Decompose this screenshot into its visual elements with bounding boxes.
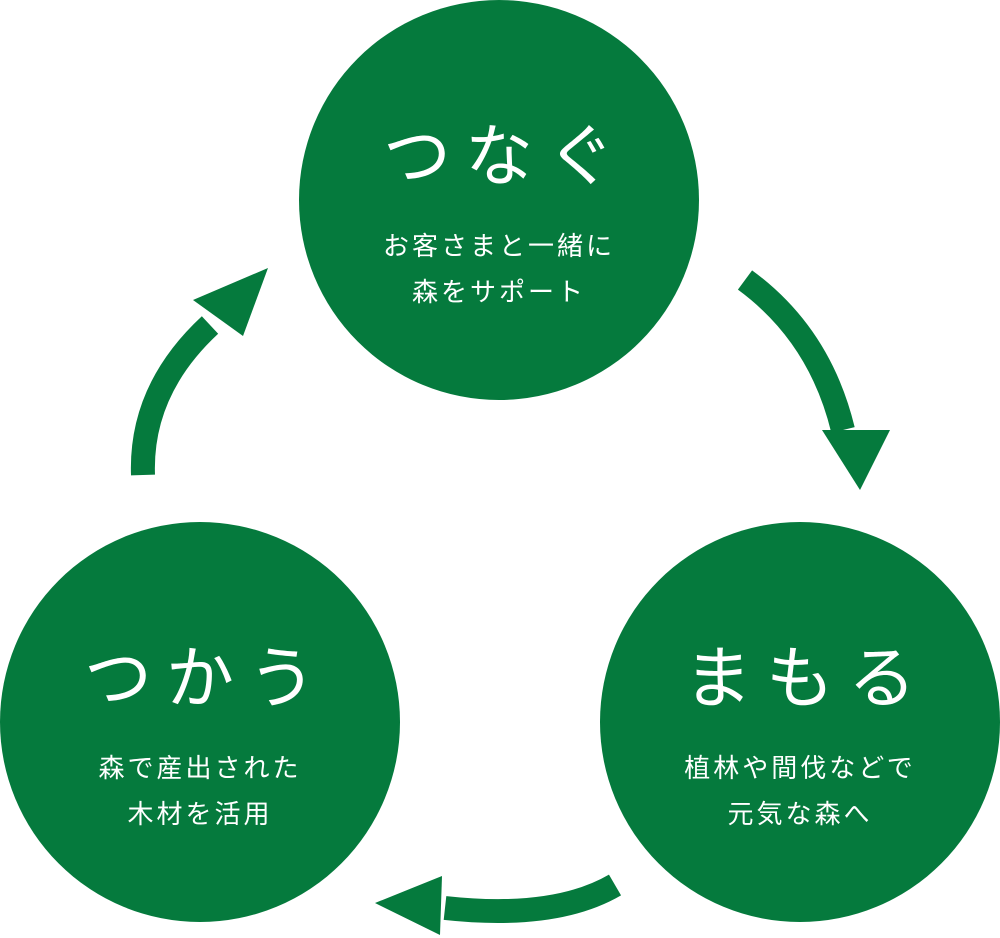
- node-title: まもる: [683, 640, 930, 719]
- node-description-line: 森で産出された: [98, 754, 302, 784]
- arrowhead-icon: [375, 876, 442, 935]
- curved-arrow-icon: [443, 874, 622, 924]
- node-description-line: お客さまと一緒に: [382, 232, 615, 262]
- curved-arrow-icon: [737, 270, 855, 433]
- arrow-tsunagu-to-mamoru: [737, 270, 890, 490]
- arrowhead-icon: [193, 268, 268, 336]
- cycle-node-tsunagu: つなぐ お客さまと一緒に 森をサポート: [299, 0, 699, 400]
- node-description: 森で産出された 木材を活用: [98, 746, 301, 838]
- node-description: 植林や間伐などで 元気な森へ: [684, 746, 915, 838]
- arrow-tsukau-to-tsunagu: [130, 268, 268, 476]
- node-description-line: 植林や間伐などで: [684, 754, 916, 784]
- node-title: つなぐ: [382, 118, 629, 197]
- arrowhead-icon: [822, 430, 890, 490]
- cycle-node-tsukau: つかう 森で産出された 木材を活用: [0, 522, 400, 922]
- node-description-line: 森をサポート: [411, 278, 586, 308]
- curved-arrow-icon: [130, 316, 219, 476]
- cycle-node-mamoru: まもる 植林や間伐などで 元気な森へ: [600, 522, 1000, 922]
- node-title: つかう: [83, 640, 330, 719]
- node-description: お客さまと一緒に 森をサポート: [383, 224, 615, 316]
- node-description-line: 元気な森へ: [727, 800, 873, 830]
- node-description-line: 木材を活用: [127, 800, 273, 830]
- arrow-mamoru-to-tsukau: [375, 874, 622, 935]
